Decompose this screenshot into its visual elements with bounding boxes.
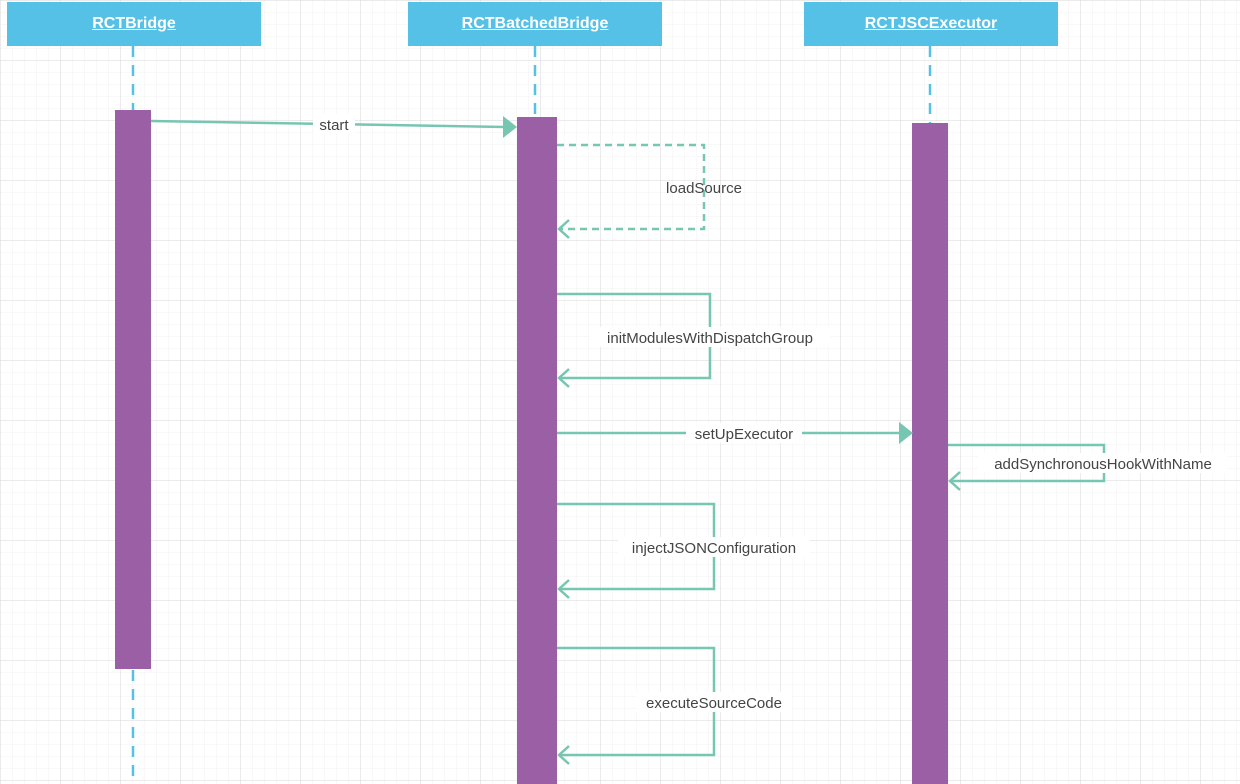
message-injectjsonconfiguration-arrowhead-icon <box>557 579 570 599</box>
message-initmodules[interactable]: initModulesWithDispatchGroup <box>557 292 830 388</box>
message-setupexecutor-arrowhead-icon <box>899 422 913 444</box>
message-addsynchronoushook[interactable]: addSynchronousHookWithName <box>948 443 1228 491</box>
participant-rctbatchedbridge[interactable]: RCTBatchedBridge <box>408 2 662 46</box>
message-executesourcecode-label: executeSourceCode <box>646 695 782 712</box>
message-start[interactable]: start <box>150 114 517 138</box>
message-setupexecutor-label: setUpExecutor <box>695 426 793 443</box>
message-injectjsonconfiguration[interactable]: injectJSONConfiguration <box>557 502 810 599</box>
message-loadsource-loop <box>557 143 706 231</box>
message-addsynchronoushook-arrowhead-icon <box>948 471 961 491</box>
message-initmodules-label-bg <box>590 327 830 347</box>
message-addsynchronoushook-label: addSynchronousHookWithName <box>994 456 1212 473</box>
message-executesourcecode[interactable]: executeSourceCode <box>557 646 792 765</box>
activation-bar-rctbatchedbridge[interactable] <box>517 117 557 784</box>
message-executesourcecode-arrowhead-icon <box>557 745 570 765</box>
message-start-label-bg <box>313 114 355 134</box>
message-addsynchronoushook-label-bg <box>978 453 1228 473</box>
message-loadsource-label: loadSource <box>666 180 742 197</box>
message-initmodules-label: initModulesWithDispatchGroup <box>607 330 813 347</box>
participant-title-rctjscexecutor: RCTJSCExecutor <box>864 15 998 32</box>
message-injectjsonconfiguration-label-bg <box>618 537 810 557</box>
message-executesourcecode-label-bg <box>636 692 792 712</box>
activation-bar-rctjscexecutor[interactable] <box>912 123 948 784</box>
message-injectjsonconfiguration-label: injectJSONConfiguration <box>632 540 796 557</box>
participant-rctjscexecutor[interactable]: RCTJSCExecutor <box>804 2 1058 46</box>
message-setupexecutor[interactable]: setUpExecutor <box>557 422 913 444</box>
activation-bar-rctbridge[interactable] <box>115 110 151 669</box>
participant-title-rctbridge: RCTBridge <box>92 15 176 32</box>
message-loadsource-arrowhead-icon <box>557 219 570 239</box>
message-setupexecutor-label-bg <box>686 423 802 443</box>
message-initmodules-arrowhead-icon <box>557 368 570 388</box>
message-start-label: start <box>319 117 349 134</box>
message-loadsource[interactable]: loadSource <box>557 143 742 239</box>
message-start-arrowhead-icon <box>503 116 517 138</box>
participant-rctbridge[interactable]: RCTBridge <box>7 2 261 46</box>
participant-title-rctbatchedbridge: RCTBatchedBridge <box>461 15 609 32</box>
